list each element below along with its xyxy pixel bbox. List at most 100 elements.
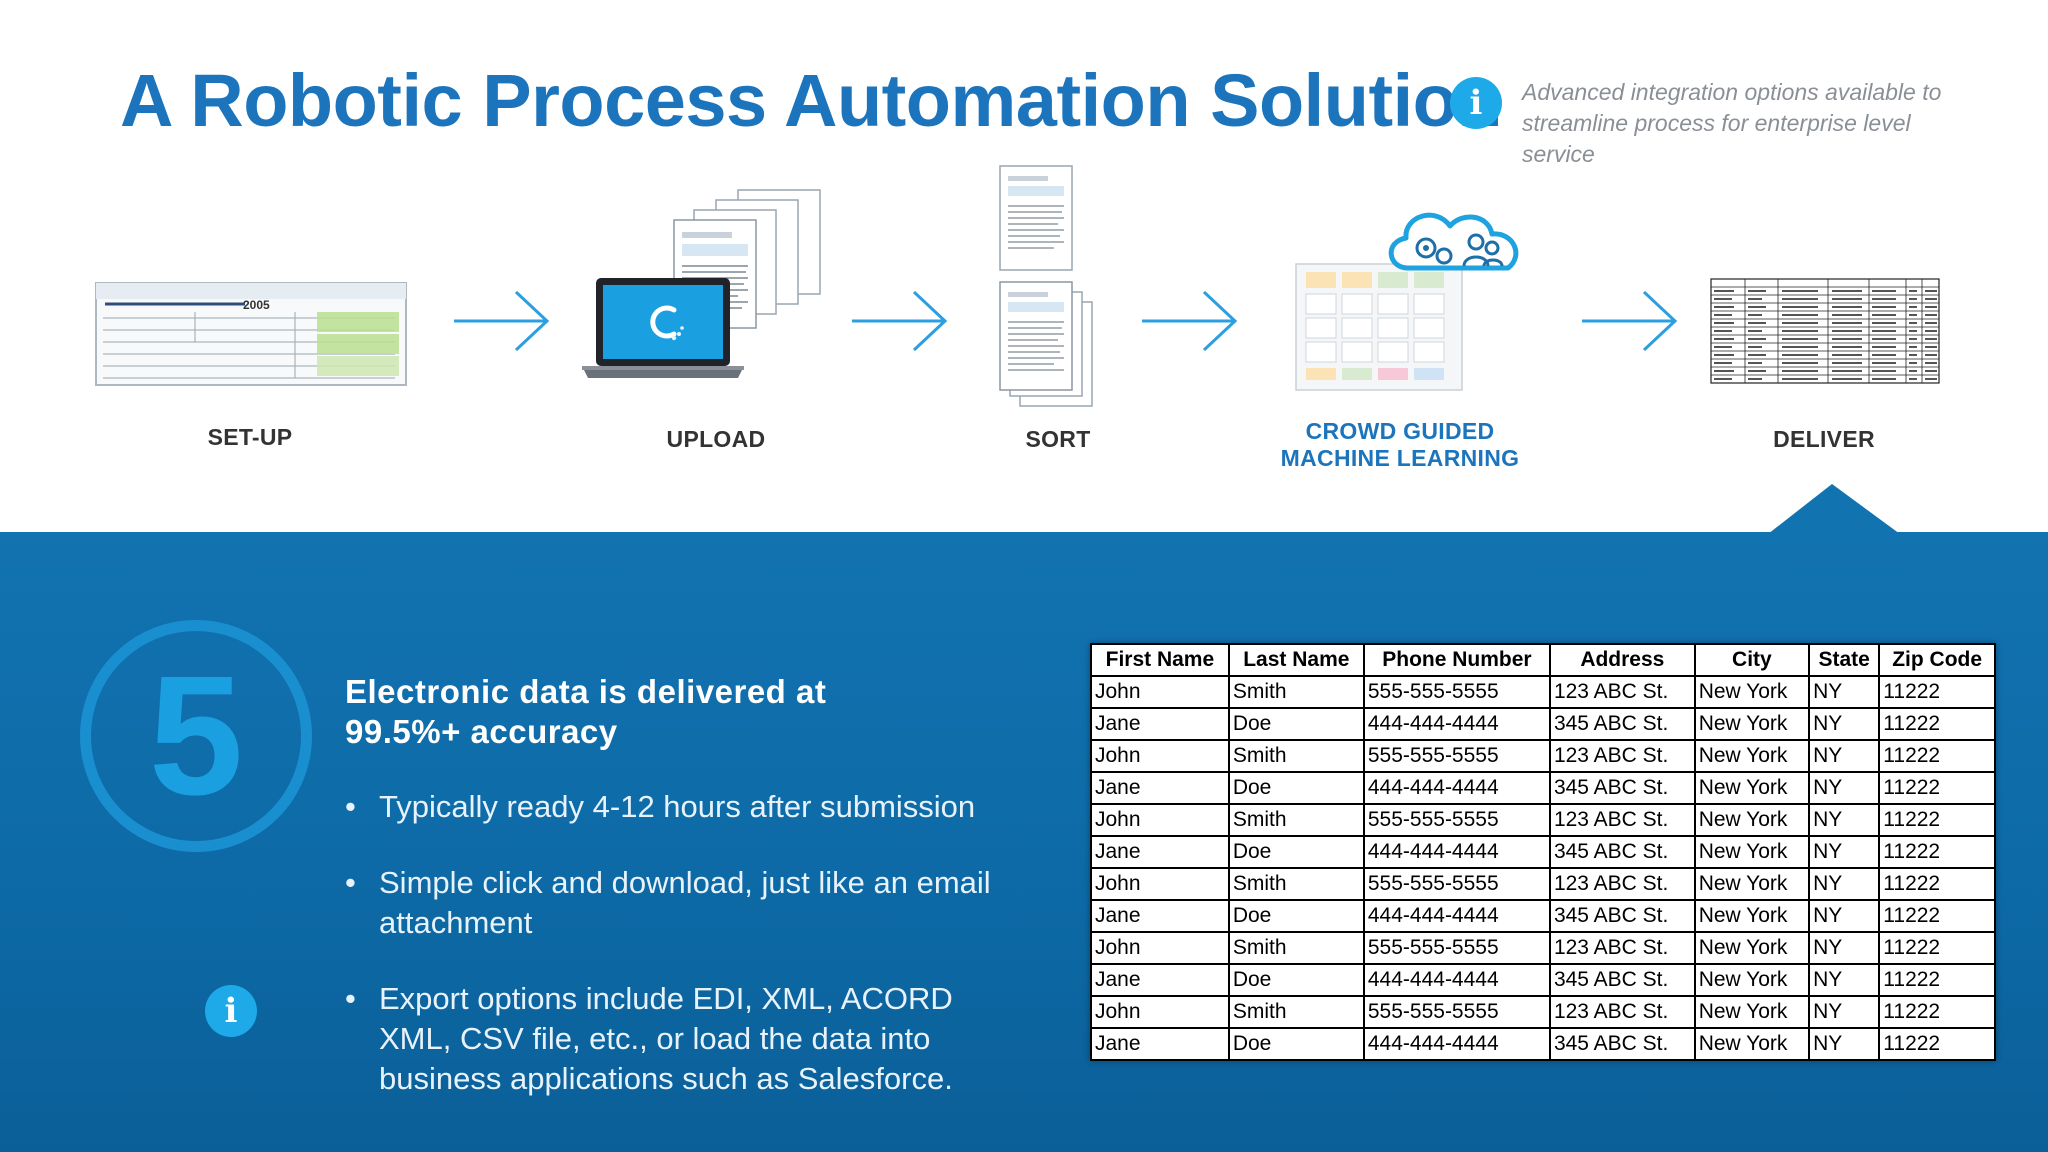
- table-cell: 123 ABC St.: [1548, 675, 1696, 709]
- arrow-right-icon: [1142, 290, 1238, 352]
- table-cell: Doe: [1227, 707, 1365, 741]
- table-cell: 555-555-5555: [1362, 803, 1551, 837]
- table-cell: Jane: [1090, 1027, 1230, 1061]
- table-cell: NY: [1808, 803, 1881, 837]
- arrow-right-icon: [852, 290, 948, 352]
- table-cell: NY: [1808, 739, 1881, 773]
- table-cell: 11222: [1878, 899, 1996, 933]
- column-header: Address: [1548, 643, 1696, 677]
- table-cell: NY: [1808, 899, 1881, 933]
- integration-note: Advanced integration options available t…: [1522, 79, 1942, 167]
- table-cell: Smith: [1227, 931, 1365, 965]
- table-cell: New York: [1693, 963, 1811, 997]
- cloud-machine-learning-icon: [1295, 212, 1519, 391]
- table-cell: 444-444-4444: [1362, 963, 1551, 997]
- table-cell: New York: [1693, 707, 1811, 741]
- table-cell: 444-444-4444: [1362, 1027, 1551, 1061]
- delivery-bullets: Typically ready 4-12 hours after submiss…: [345, 787, 1005, 1135]
- table-cell: 444-444-4444: [1362, 899, 1551, 933]
- table-cell: 123 ABC St.: [1548, 931, 1696, 965]
- table-cell: 11222: [1878, 803, 1996, 837]
- table-cell: NY: [1808, 963, 1881, 997]
- laptop-upload-icon: [582, 189, 821, 378]
- table-cell: John: [1090, 995, 1230, 1029]
- table-cell: 444-444-4444: [1362, 771, 1551, 805]
- table-cell: 555-555-5555: [1362, 675, 1551, 709]
- table-cell: 555-555-5555: [1362, 867, 1551, 901]
- column-header: Phone Number: [1362, 643, 1551, 677]
- delivery-heading: Electronic data is delivered at 99.5%+ a…: [345, 673, 827, 750]
- table-cell: New York: [1693, 675, 1811, 709]
- table-cell: Smith: [1227, 739, 1365, 773]
- table-cell: 444-444-4444: [1362, 707, 1551, 741]
- info-icon[interactable]: i: [1450, 77, 1502, 129]
- table-cell: Doe: [1227, 963, 1365, 997]
- table-cell: John: [1090, 867, 1230, 901]
- table-cell: 444-444-4444: [1362, 835, 1551, 869]
- table-cell: NY: [1808, 867, 1881, 901]
- step-label-machine-learning: CROWD GUIDED MACHINE LEARNING: [1280, 418, 1520, 471]
- table-cell: Jane: [1090, 771, 1230, 805]
- column-header: State: [1808, 643, 1881, 677]
- table-cell: New York: [1693, 995, 1811, 1029]
- svg-text:2005: 2005: [243, 298, 270, 312]
- table-cell: New York: [1693, 899, 1811, 933]
- table-cell: New York: [1693, 867, 1811, 901]
- table-cell: 11222: [1878, 995, 1996, 1029]
- table-cell: New York: [1693, 835, 1811, 869]
- table-cell: 123 ABC St.: [1548, 739, 1696, 773]
- table-cell: Jane: [1090, 899, 1230, 933]
- table-cell: 123 ABC St.: [1548, 995, 1696, 1029]
- table-cell: Doe: [1227, 835, 1365, 869]
- table-cell: 123 ABC St.: [1548, 803, 1696, 837]
- table-cell: NY: [1808, 931, 1881, 965]
- column-header: Zip Code: [1878, 643, 1996, 677]
- tax-form-icon: 2005: [95, 282, 407, 386]
- table-cell: 11222: [1878, 771, 1996, 805]
- table-cell: New York: [1693, 771, 1811, 805]
- table-cell: 11222: [1878, 931, 1996, 965]
- column-header: City: [1693, 643, 1811, 677]
- table-cell: New York: [1693, 803, 1811, 837]
- table-cell: John: [1090, 931, 1230, 965]
- table-cell: 345 ABC St.: [1548, 707, 1696, 741]
- table-cell: Smith: [1227, 803, 1365, 837]
- column-header: First Name: [1090, 643, 1230, 677]
- table-cell: Doe: [1227, 771, 1365, 805]
- step-label-deliver: DELIVER: [1773, 426, 1875, 452]
- table-cell: 555-555-5555: [1362, 739, 1551, 773]
- table-cell: 11222: [1878, 963, 1996, 997]
- table-cell: New York: [1693, 1027, 1811, 1061]
- table-cell: Doe: [1227, 899, 1365, 933]
- table-cell: Smith: [1227, 867, 1365, 901]
- table-cell: Smith: [1227, 675, 1365, 709]
- table-cell: 555-555-5555: [1362, 931, 1551, 965]
- table-cell: Jane: [1090, 963, 1230, 997]
- info-icon[interactable]: i: [205, 985, 257, 1037]
- table-cell: NY: [1808, 771, 1881, 805]
- table-cell: NY: [1808, 675, 1881, 709]
- table-cell: New York: [1693, 739, 1811, 773]
- bullet-item: Simple click and download, just like an …: [345, 863, 1005, 943]
- column-header: Last Name: [1227, 643, 1365, 677]
- page-title: A Robotic Process Automation Solution: [120, 59, 1503, 142]
- table-cell: NY: [1808, 1027, 1881, 1061]
- bullet-item: Typically ready 4-12 hours after submiss…: [345, 787, 1005, 827]
- table-cell: 11222: [1878, 675, 1996, 709]
- step-label-setup: SET-UP: [207, 424, 293, 450]
- table-cell: 345 ABC St.: [1548, 899, 1696, 933]
- table-cell: New York: [1693, 931, 1811, 965]
- table-cell: NY: [1808, 835, 1881, 869]
- table-cell: Jane: [1090, 835, 1230, 869]
- table-cell: Doe: [1227, 1027, 1365, 1061]
